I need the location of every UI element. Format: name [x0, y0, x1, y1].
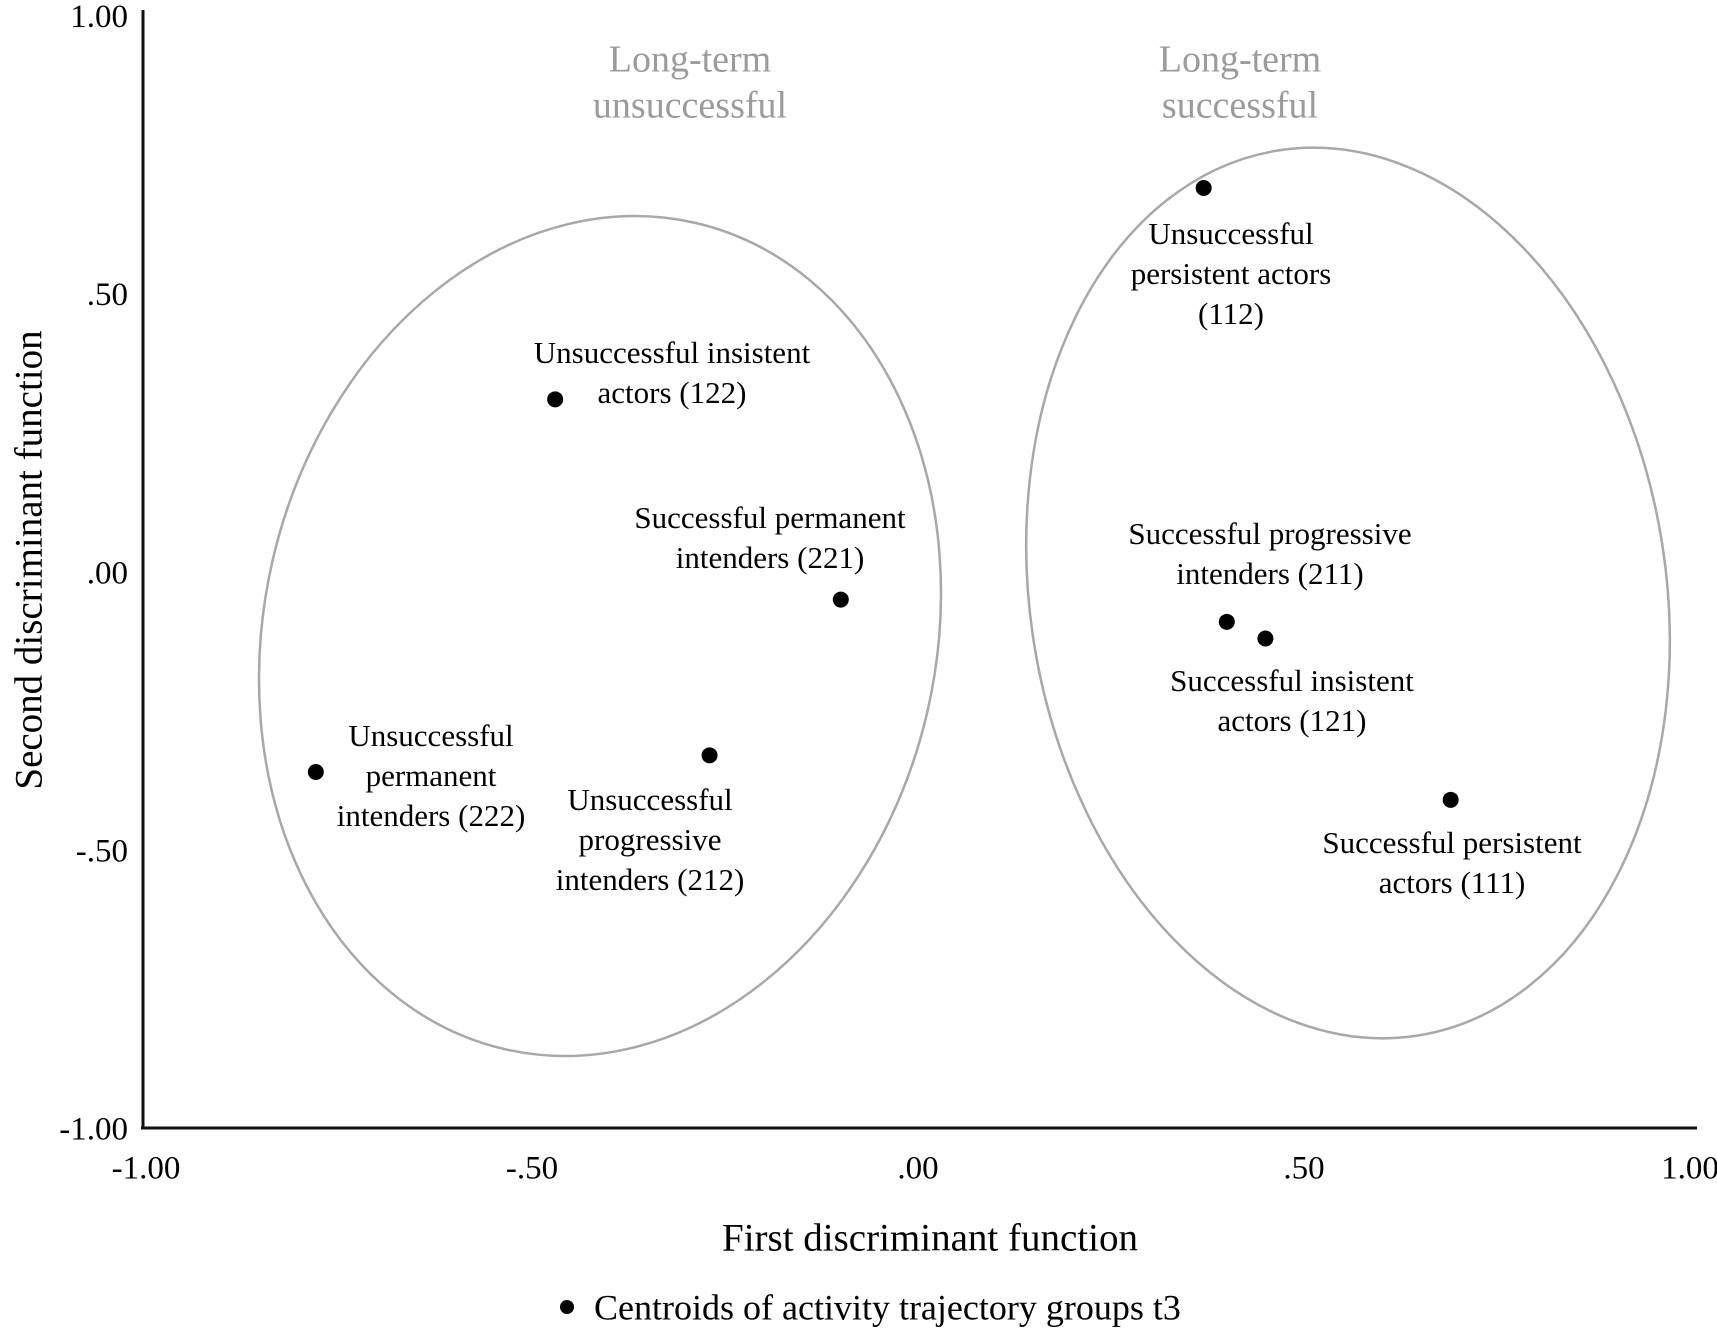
legend-marker-icon: [560, 1300, 574, 1314]
point-label-222-line1: Unsuccessful: [348, 718, 513, 753]
centroid-dot-111: [1442, 791, 1459, 808]
point-label-111-line2: actors (111): [1379, 865, 1526, 900]
x-axis-title: First discriminant function: [722, 1217, 1138, 1260]
y-axis-title: Second discriminant function: [8, 330, 51, 789]
cluster-label-long-term-successful-line2: successful: [1162, 84, 1318, 126]
point-label-122-line1: Unsuccessful insistent: [534, 335, 811, 370]
centroid-dot-222: [307, 764, 324, 780]
point-label-222-line2: permanent: [366, 758, 497, 793]
centroid-dot-221: [832, 591, 849, 608]
point-label-122-line2: actors (122): [598, 375, 747, 410]
point-label-112-line1: Unsuccessful: [1148, 216, 1313, 251]
point-label-212-line2: progressive: [579, 822, 722, 857]
point-label-112-line2: persistent actors: [1131, 256, 1332, 291]
centroid-dot-211: [1218, 613, 1235, 630]
point-label-121-line1: Successful insistent: [1170, 663, 1414, 698]
x-tick-label-3: .50: [1283, 1151, 1324, 1187]
point-label-211-line2: intenders (211): [1176, 556, 1363, 591]
x-tick-label-4: 1.00: [1661, 1151, 1717, 1187]
point-label-221-line2: intenders (221): [676, 540, 865, 575]
point-label-212-line1: Unsuccessful: [567, 782, 732, 817]
centroid-dot-112: [1195, 179, 1212, 196]
x-tick-label-1: -.50: [506, 1151, 558, 1187]
point-label-111-line1: Successful persistent: [1322, 825, 1582, 860]
cluster-label-long-term-unsuccessful-line1: Long-term: [609, 38, 772, 80]
point-label-222-line3: intenders (222): [337, 798, 526, 833]
point-label-221-line1: Successful permanent: [634, 500, 906, 535]
x-tick-label-2: .00: [897, 1151, 938, 1187]
y-tick-label-0: 1.00: [70, 0, 128, 35]
point-label-112-line3: (112): [1198, 296, 1264, 331]
centroid-dot-212: [701, 747, 718, 764]
y-tick-label-2: .00: [87, 555, 128, 591]
point-label-121-line2: actors (121): [1218, 703, 1367, 738]
centroid-dot-121: [1257, 630, 1274, 647]
y-tick-label-1: .50: [87, 277, 128, 313]
point-label-212-line3: intenders (212): [556, 862, 745, 897]
legend-label: Centroids of activity trajectory groups …: [594, 1288, 1181, 1328]
cluster-ellipse-long-term-successful: [1024, 146, 1672, 1040]
point-label-211-line1: Successful progressive: [1128, 516, 1411, 551]
y-tick-label-3: -.50: [76, 833, 128, 869]
cluster-label-long-term-successful-line1: Long-term: [1159, 38, 1322, 80]
y-tick-label-4: -1.00: [59, 1112, 128, 1148]
centroid-dot-122: [547, 391, 564, 408]
x-tick-label-0: -1.00: [112, 1151, 181, 1187]
cluster-label-long-term-unsuccessful-line2: unsuccessful: [593, 84, 787, 126]
cluster-ellipse-long-term-unsuccessful: [257, 214, 943, 1058]
